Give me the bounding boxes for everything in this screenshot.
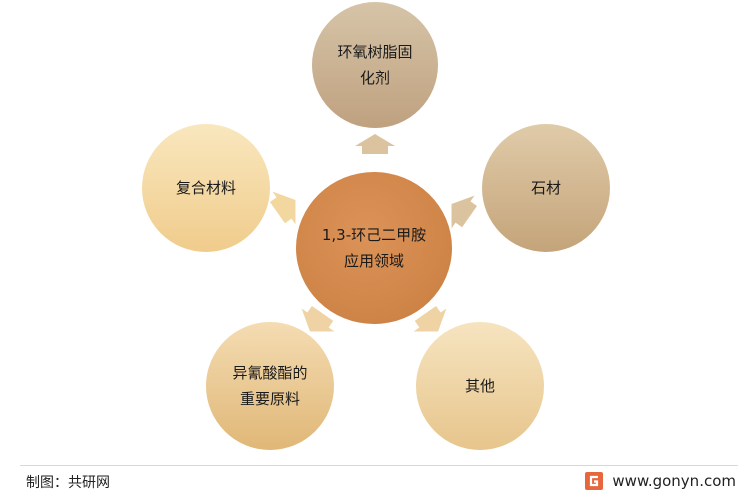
node-isocyanate-raw-material: 异氰酸酯的 重要原料 — [206, 322, 334, 450]
node-epoxy-curing-agent: 环氧树脂固 化剂 — [312, 2, 438, 128]
node-top-line1: 环氧树脂固 — [337, 43, 413, 61]
footer-divider — [20, 465, 738, 466]
arrow-bottom-left — [301, 305, 335, 332]
website-block: www.gonyn.com — [584, 471, 736, 491]
gonyn-logo-icon — [585, 472, 604, 490]
arrow-top — [355, 134, 395, 154]
center-line1: 1,3-环己二甲胺 — [321, 226, 427, 244]
node-stone: 石材 — [482, 124, 610, 252]
node-center: 1,3-环己二甲胺 应用领域 — [296, 172, 452, 324]
website-link[interactable]: www.gonyn.com — [612, 472, 736, 490]
arrow-bottom-right — [413, 305, 447, 332]
node-right-label: 石材 — [530, 179, 561, 197]
node-other: 其他 — [416, 322, 544, 450]
node-bottom-left-line2: 重要原料 — [239, 390, 300, 408]
node-bottom-left-line1: 异氰酸酯的 — [232, 364, 308, 382]
node-top-line2: 化剂 — [359, 69, 390, 87]
node-left-label: 复合材料 — [175, 179, 236, 197]
arrow-left — [269, 191, 296, 225]
diagram-arrows — [269, 134, 478, 332]
credit-text: 制图：共研网 — [26, 475, 110, 491]
center-line2: 应用领域 — [343, 252, 404, 270]
application-diagram: 环氧树脂固 化剂 石材 复合材料 1,3-环己二甲胺 应用领域 异氰酸酯的 重要… — [142, 2, 610, 450]
node-composite-materials: 复合材料 — [142, 124, 270, 252]
arrow-right — [451, 195, 478, 229]
node-bottom-right-label: 其他 — [464, 377, 495, 395]
